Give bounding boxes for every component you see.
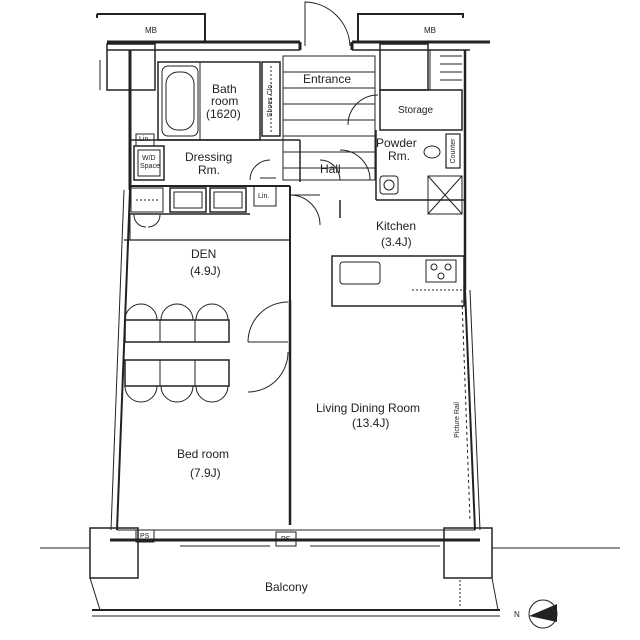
mb-label-left: MB <box>145 26 157 35</box>
powder-label: Powder <box>376 136 417 150</box>
bath-size: (1620) <box>206 107 241 121</box>
bath-room-area <box>157 61 261 141</box>
wd-space-label-2: Space <box>140 163 160 170</box>
powder-room <box>339 133 461 195</box>
entrance-label: Entrance <box>303 72 352 86</box>
living-dining-label: Living Dining Room <box>316 401 421 415</box>
bedroom-closet <box>124 359 230 403</box>
lin-label-right: Lin. <box>258 193 270 200</box>
mb-left <box>96 13 206 42</box>
shoes-closet-label: Shoes Clo. <box>267 82 274 118</box>
bath-label: Bath <box>212 82 237 96</box>
den-size: (4.9J) <box>190 264 221 278</box>
balcony-label: Balcony <box>265 580 308 594</box>
wd-space-label-1: W/D <box>142 155 156 162</box>
bath-room-label: room <box>211 94 239 108</box>
living-dining-size: (13.4J) <box>352 416 390 430</box>
compass-icon <box>528 599 558 629</box>
compass-north-label: N <box>514 610 520 619</box>
picture-rail-label: Picture Rail <box>454 402 461 438</box>
balcony-area <box>40 547 620 617</box>
ps-label-left: PS <box>140 533 150 540</box>
entrance-door <box>298 1 354 50</box>
bedroom-label: Bed room <box>177 447 230 461</box>
kitchen-size: (3.4J) <box>381 235 412 249</box>
kitchen-label: Kitchen <box>376 219 417 233</box>
powder-rm-label: Rm. <box>388 149 410 163</box>
mb-label-right: MB <box>424 26 436 35</box>
dressing-rm-label: Rm. <box>198 163 220 177</box>
hall-label: Hall <box>320 162 341 176</box>
bedroom-size: (7.9J) <box>190 466 221 480</box>
storage-label: Storage <box>398 105 434 116</box>
kitchen-duct <box>427 175 463 215</box>
lin-label-left: Lin. <box>139 136 151 143</box>
den-closet <box>124 303 230 343</box>
counter-label: Counter <box>450 138 457 164</box>
kitchen-counter <box>331 255 465 307</box>
ps-label-center: PS <box>281 536 291 543</box>
den-label: DEN <box>191 247 217 261</box>
mb-right <box>357 13 464 42</box>
storage <box>347 50 463 131</box>
dressing-label: Dressing <box>185 150 233 164</box>
entrance-floor <box>282 55 376 181</box>
